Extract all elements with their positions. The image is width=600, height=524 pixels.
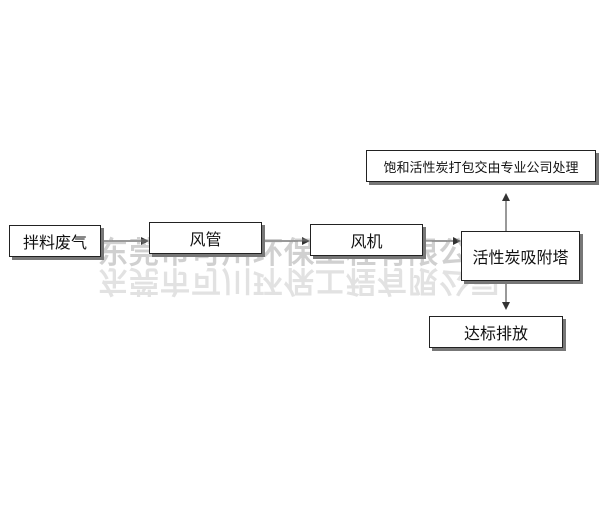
node-air-duct: 风管 [149,222,262,254]
node-compliant-emission: 达标排放 [429,316,563,348]
node-carbon-disposal: 饱和活性炭打包交由专业公司处理 [366,150,596,182]
node-carbon-adsorption-tower: 活性炭吸附塔 [461,231,580,281]
node-waste-gas-source: 拌料废气 [9,225,101,257]
node-fan: 风机 [310,224,423,256]
